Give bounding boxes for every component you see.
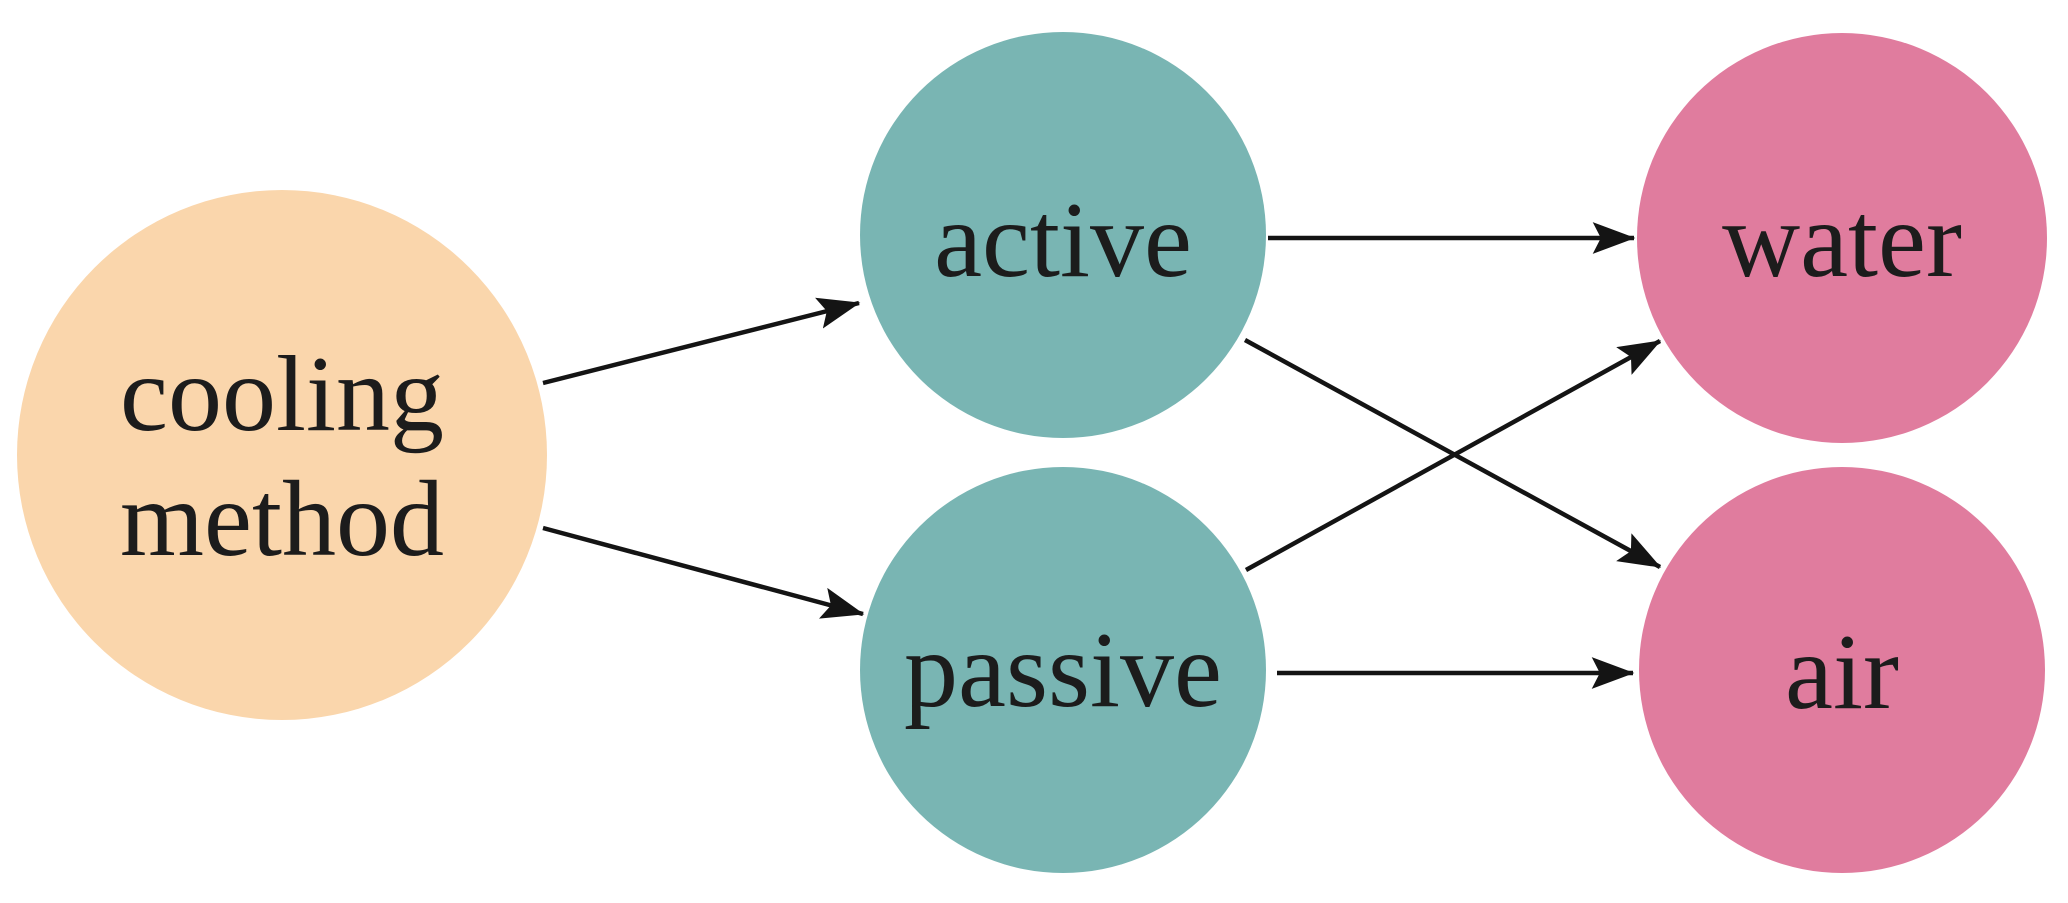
node-air-circle: [1639, 467, 2045, 873]
node-active: active: [860, 32, 1266, 438]
node-cooling-method: cooling method: [17, 190, 547, 720]
edge-cooling-method-to-passive: [542, 525, 865, 619]
node-air-label: air: [1785, 613, 1899, 732]
node-cooling-method-label-line1: cooling: [120, 335, 444, 454]
edge-group: [542, 222, 1662, 689]
node-cooling-method-label-line2: method: [120, 460, 444, 579]
node-active-label: active: [934, 181, 1192, 300]
node-passive: passive: [860, 467, 1266, 873]
edge-cooling-method-to-active: [542, 297, 861, 386]
node-water-circle: [1637, 33, 2047, 443]
node-cooling-method-circle: [17, 190, 547, 720]
node-active-circle: [860, 32, 1266, 438]
node-air: air: [1639, 467, 2045, 873]
node-passive-circle: [860, 467, 1266, 873]
node-water-label: water: [1722, 181, 1962, 300]
node-water: water: [1637, 33, 2047, 443]
edge-passive-to-water: [1244, 339, 1662, 572]
node-passive-label: passive: [904, 611, 1222, 730]
